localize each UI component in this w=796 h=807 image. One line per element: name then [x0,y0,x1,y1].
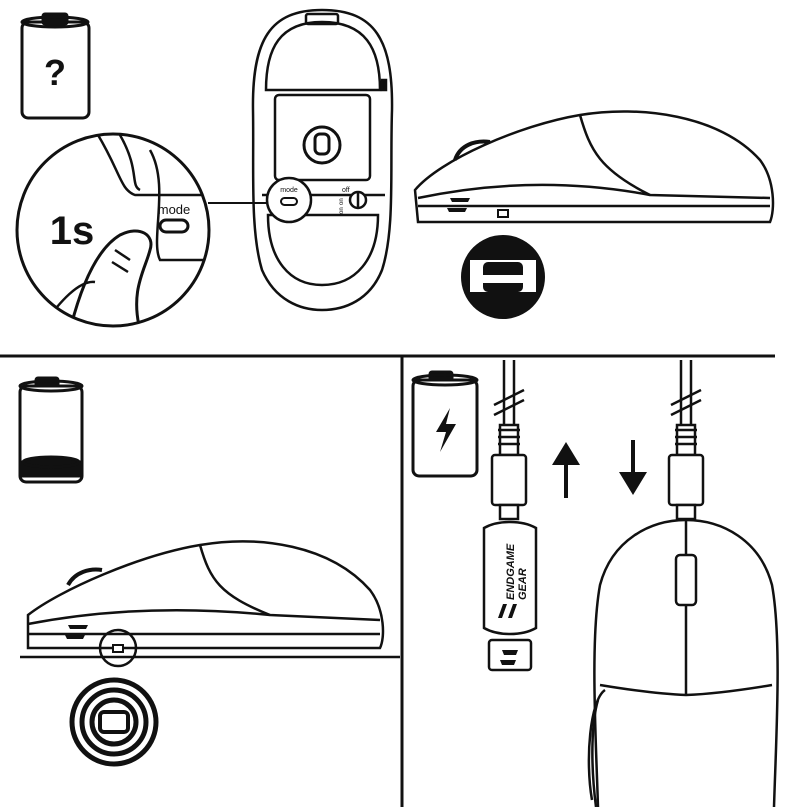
mouse-side-view-top [413,110,775,224]
mouse-bottom-mode-button [280,197,298,206]
mode-zoom-circle [15,132,211,328]
power-switch-label-off: off [342,187,350,194]
battery-question-mark: ? [44,52,66,93]
sensor-indicator [497,209,509,218]
mouse-bottom-view [251,8,394,312]
mouse-side-view-bottom [26,540,385,650]
mode-button-label: mode [158,202,191,217]
sensor-highlight-circle [98,628,138,668]
battery-unknown-icon [20,12,91,120]
arrow-down-icon [619,440,647,495]
battery-charging-icon [411,370,479,478]
dongle-brand-line2: GEAR [517,568,529,600]
sensor-led-off-icon [461,235,545,319]
mode-button-icon [158,218,190,234]
usb-cable-right [667,360,705,521]
power-switch-label-on-2: on [339,207,345,214]
sensor-blinking-icon [69,677,159,767]
battery-low-icon [18,376,84,484]
hold-duration-label: 1s [50,209,95,253]
arrow-up-icon [552,442,580,498]
power-switch-label-on-1: on [339,198,345,205]
mouse-bottom-mode-label: mode [280,187,298,194]
power-switch-icon [348,190,368,210]
dongle-brand-line1: ENDGAME [505,543,517,600]
finger-icon [68,229,153,326]
usb-dongle-icon [482,520,538,672]
sensor-indicator-bottom [112,644,124,653]
usb-cable-left [490,360,528,521]
mouse-top-view [587,518,779,807]
